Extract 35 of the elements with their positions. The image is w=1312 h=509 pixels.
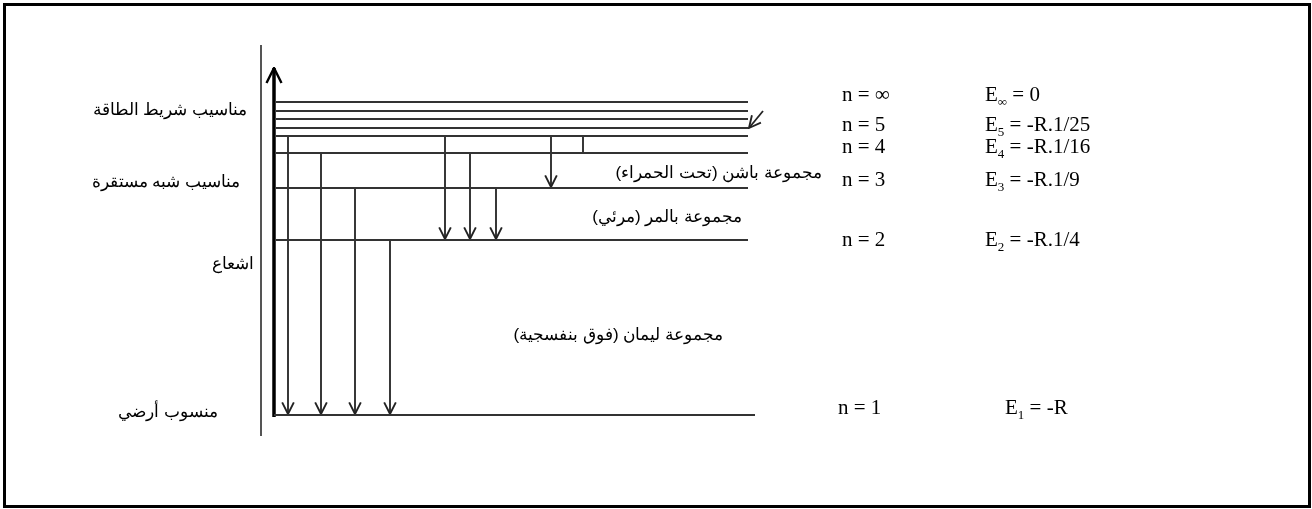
transition-line — [582, 136, 584, 153]
energy-value-label: E$_{2}$ = -R.1/4 — [985, 229, 1080, 254]
energy-level-line — [276, 152, 748, 154]
level-group-label: مناسيب شريط الطاقة — [92, 100, 247, 121]
energy-value-label: E$_{4}$ = -R.1/16 — [985, 136, 1091, 161]
transition-arrow — [348, 188, 362, 415]
transition-arrow — [281, 136, 295, 415]
quantum-number-label: n = 3 — [842, 169, 886, 190]
quantum-number-label: n = 5 — [842, 114, 886, 135]
energy-value-label: E$_{∞}$ = 0 — [985, 84, 1040, 109]
series-label: مجموعة بالمر (مرئي) — [592, 207, 742, 228]
energy-level-line — [276, 239, 748, 241]
series-label: مجموعة باشن (تحت الحمراء) — [615, 163, 822, 184]
transition-arrow — [489, 188, 503, 240]
transition-arrow — [314, 153, 328, 415]
energy-value-label: E$_{1}$ = -R — [1005, 397, 1068, 422]
quantum-number-label: n = ∞ — [842, 84, 890, 105]
pointer-arrow — [748, 110, 764, 129]
series-label: مجموعة ليمان (فوق بنفسجية) — [513, 325, 723, 346]
level-group-label: مناسيب شبه مستقرة — [91, 172, 240, 193]
transition-arrow — [463, 153, 477, 240]
energy-level-line — [276, 135, 748, 137]
energy-level-line — [274, 414, 755, 416]
energy-value-label: E$_{3}$ = -R.1/9 — [985, 169, 1080, 194]
energy-level-line — [276, 187, 748, 189]
quantum-number-label: n = 2 — [842, 229, 886, 250]
quantum-number-label: n = 4 — [842, 136, 886, 157]
energy-value-label: E$_{5}$ = -R.1/25 — [985, 114, 1091, 139]
quantum-number-label: n = 1 — [838, 397, 882, 418]
radiation-label: اشعاع — [212, 254, 254, 275]
transition-arrow — [438, 136, 452, 240]
ground-level-label: منسوب أرضي — [118, 402, 218, 423]
transition-arrow — [383, 240, 397, 415]
energy-band-lines — [276, 101, 748, 129]
transition-arrow — [544, 136, 558, 188]
